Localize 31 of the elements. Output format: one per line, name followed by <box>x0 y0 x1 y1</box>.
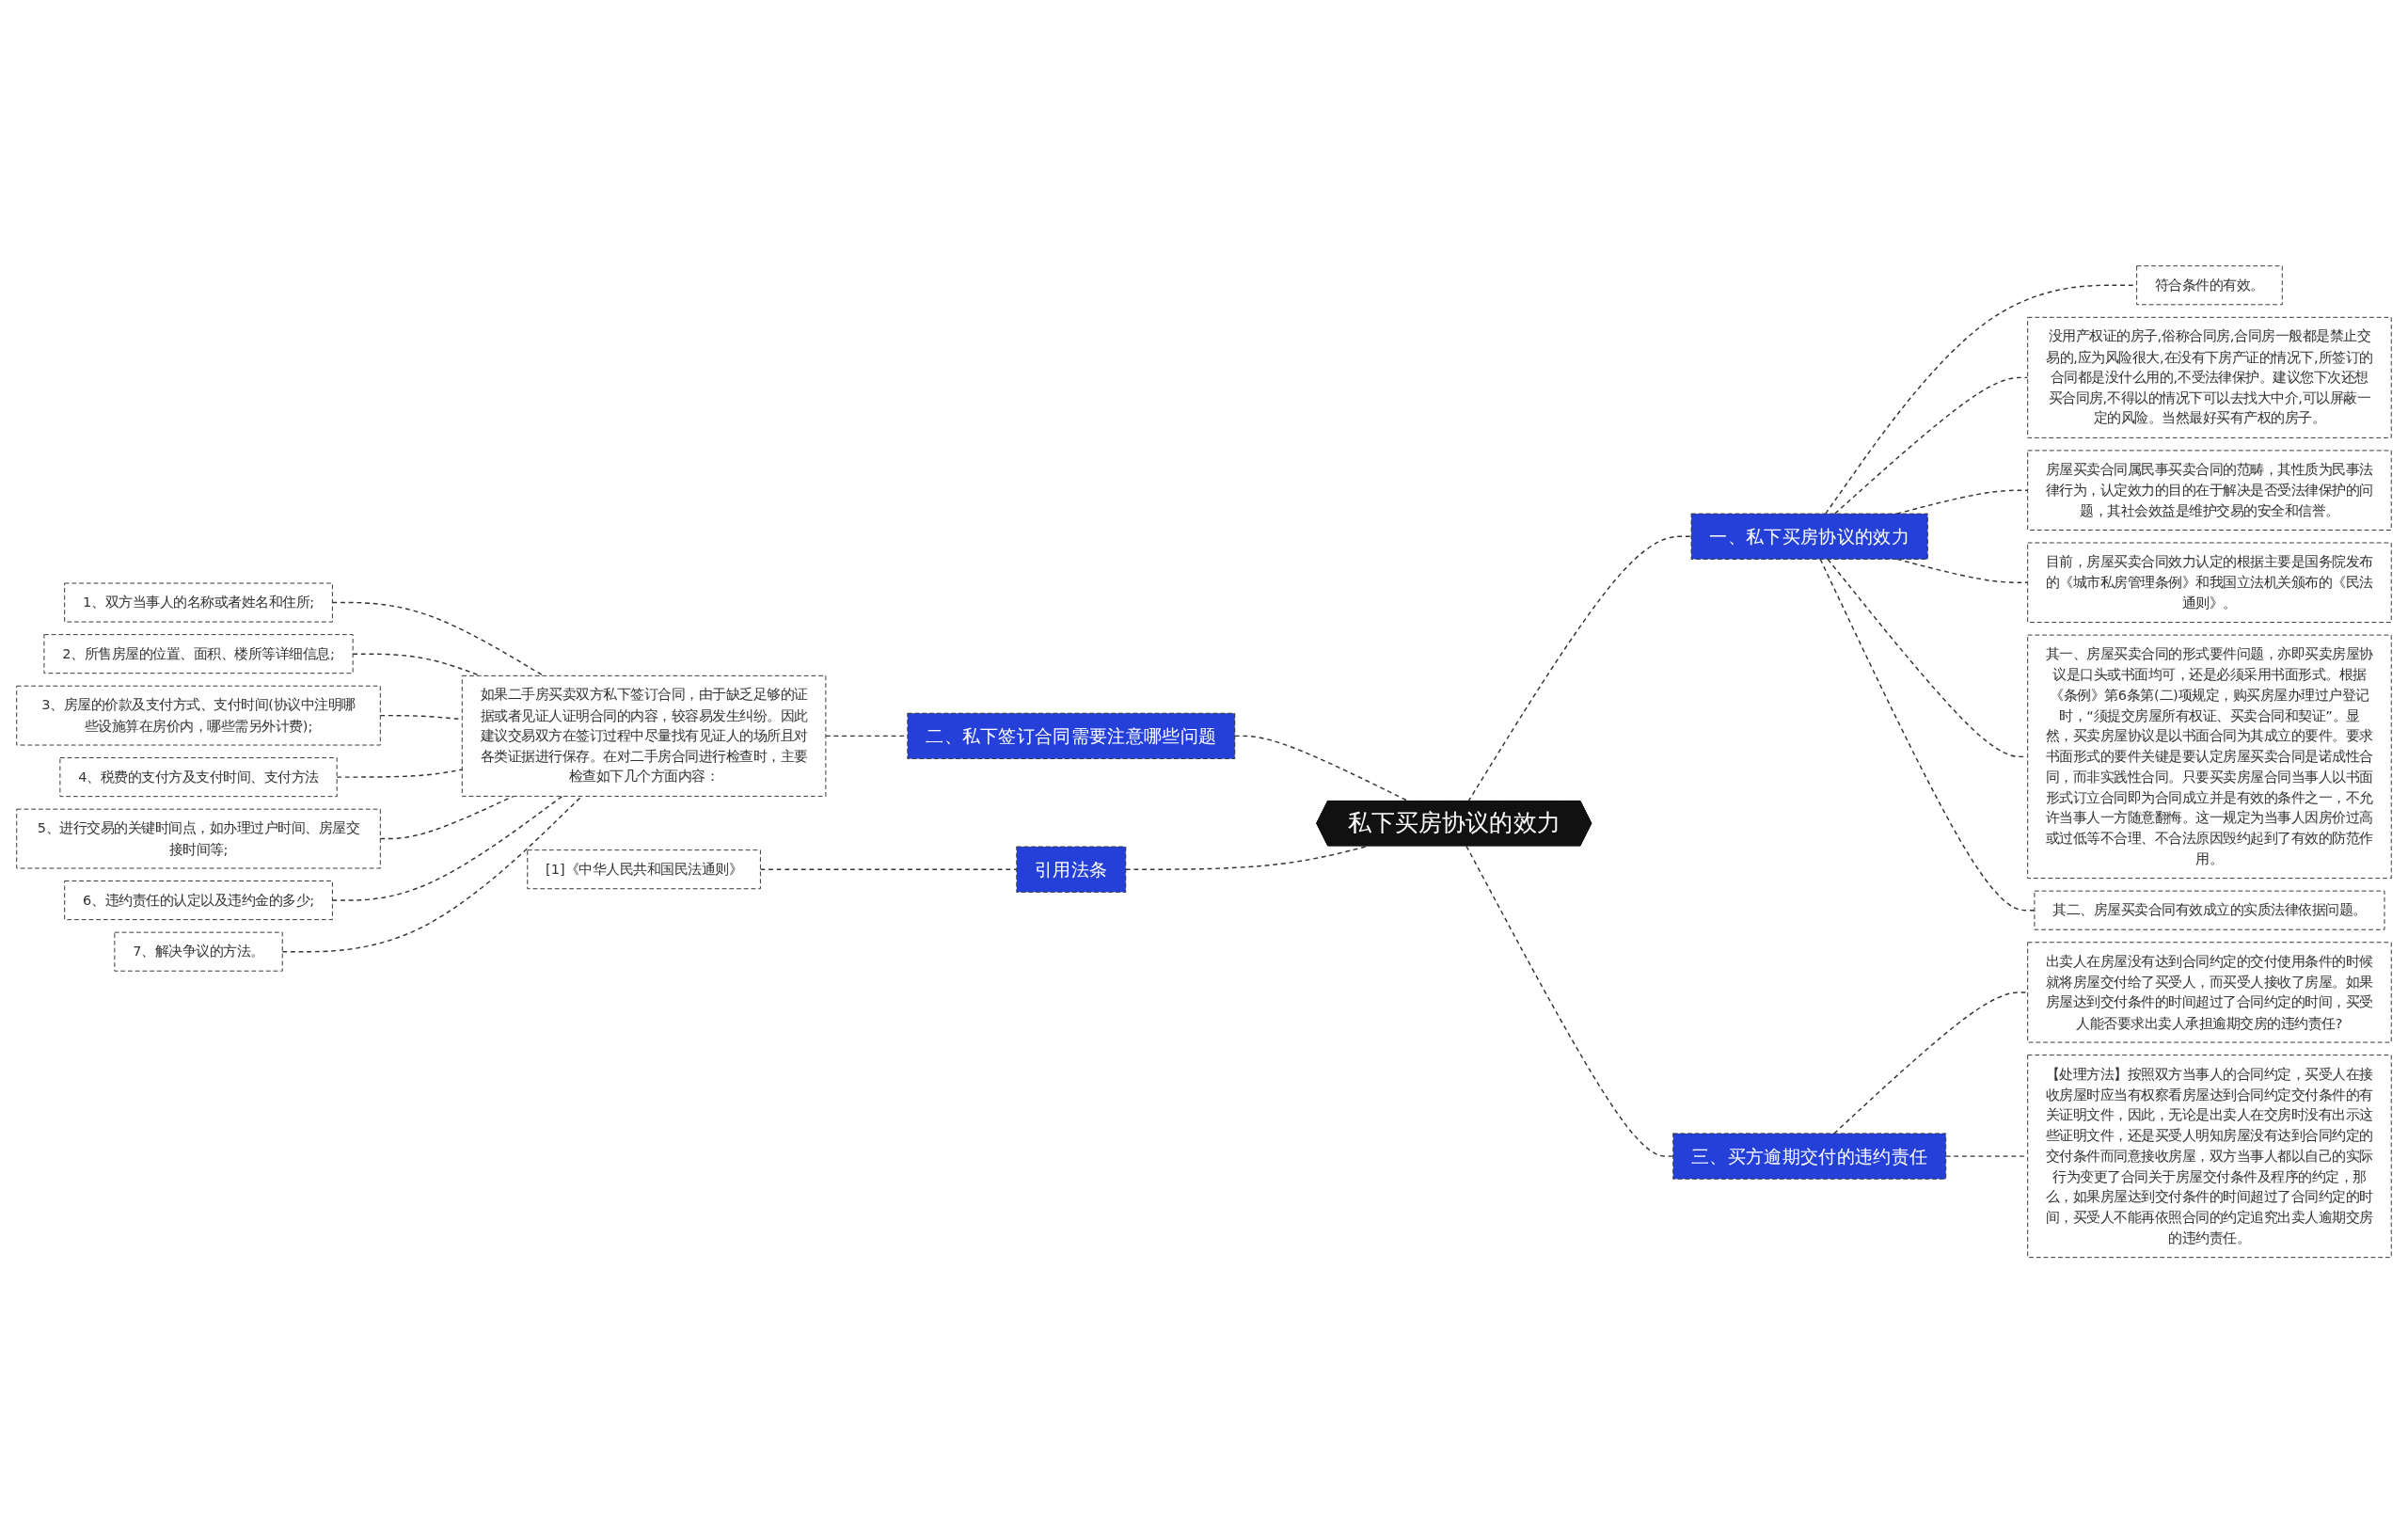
node-box: 三、买方逾期交付的违约责任 <box>1672 1133 1947 1180</box>
connector <box>1467 535 1692 802</box>
node-box: 【处理方法】按照双方当事人的合同约定，买受人在接收房屋时应当有权察看房屋达到合同约定交付条件的有关证明文件，因此，无论是出卖人在交房时没有出示这些证明文件，还是买受人明知房屋没有达到合同约定的交付条件而同意接收房屋，双方当事人都以自己的实际行为变更了合同关于房屋交付条件及程序的约定，那么，如果房屋达到交付条件的时间超过了合同约定的时间，买受人不能再依照合同的约定追究出卖人逾期交房的违约责任。 <box>2027 1054 2392 1258</box>
connector <box>1833 376 2029 515</box>
node-box: 如果二手房买卖双方私下签订合同，由于缺乏足够的证据或者见证人证明合同的内容，较容易发生纠纷。因此建议交易双方在签订过程中尽量找有见证人的场所且对各类证据进行保存。在对二手房合同进行检查时，主要检查如下几个方面内容： <box>461 674 827 797</box>
node-box: 房屋买卖合同属民事买卖合同的范畴，其性质为民事法律行为，认定效力的目的在于解决是否受法律保护的问题，其社会效益是维护交易的安全和信誉。 <box>2027 450 2392 531</box>
connector <box>1819 558 2036 912</box>
node-box: 二、私下签订合同需要注意哪些问题 <box>907 712 1236 759</box>
connector <box>331 795 563 901</box>
node-box: 1、双方当事人的名称或者姓名和住所; <box>64 582 333 623</box>
node-box: 4、税费的支付方及支付时间、支付方法 <box>59 756 338 797</box>
connector <box>759 868 1018 870</box>
node-box: 6、违约责任的认定以及违约金的多少; <box>64 880 333 920</box>
node-box: 目前，房屋买卖合同效力认定的根据主要是国务院发布的《城市私房管理条例》和我国立法机关颁布的《民法通则》。 <box>2027 542 2392 623</box>
node-box: 符合条件的有效。 <box>2136 265 2283 306</box>
node-box: 引用法条 <box>1016 846 1127 893</box>
connector <box>1465 845 1674 1157</box>
node-box: 5、进行交易的关键时间点，如办理过户时间、房屋交接时间等; <box>16 808 381 869</box>
connector <box>281 795 583 953</box>
node-box: 2、所售房屋的位置、面积、楼所等详细信息; <box>43 633 354 674</box>
connector <box>331 601 545 676</box>
node-box: 其一、房屋买卖合同的形式要件问题，亦即买卖房屋协议是口头或书面均可，还是必须采用书面形式。根据《条例》第6条第(二)项规定，购买房屋办理过户登记时，“须提交房屋所有权证、买卖合同和契证”。显然，买卖房屋协议是以书面合同为其成立的要件。要求书面形式的要件关键是要认定房屋买卖合同是诺成性合同，而非实践性合同。只要买卖房屋合同当事人以书面形式订立合同即为合同成立并是有效的条件之一，不允许当事人一方随意翻悔。这一规定为当事人因房价过高或过低等不合理、不合法原因毁约起到了有效的防范作用。 <box>2027 634 2392 879</box>
node-box: 出卖人在房屋没有达到合同约定的交付使用条件的时候就将房屋交付给了买受人，而买受人接收了房屋。如果房屋达到交付条件的时间超过了合同约定的时间，买受人能否要求出卖人承担逾期交房的违约责任? <box>2027 942 2392 1043</box>
node-box: 3、房屋的价款及支付方式、支付时间(协议中注明哪些设施算在房价内，哪些需另外计费); <box>16 685 381 746</box>
connector <box>1827 558 2029 757</box>
node-box: [1]《中华人民共和国民法通则》 <box>527 849 761 890</box>
node-box: 没用产权证的房子,俗称合同房,合同房一般都是禁止交易的,应为风险很大,在没有下房产证的情况下,所签订的合同都是没什么用的,不受法律保护。建议您下次还想买合同房,不得以的情况下可以去找大中介,可以屏蔽一定的风险。当然最好买有产权的房子。 <box>2027 316 2392 438</box>
node-box: 其二、房屋买卖合同有效成立的实质法律依据问题。 <box>2034 890 2385 930</box>
node-box: 7、解决争议的方法。 <box>114 931 283 972</box>
node-box: 一、私下买房协议的效力 <box>1690 513 1928 560</box>
connector <box>336 769 464 778</box>
